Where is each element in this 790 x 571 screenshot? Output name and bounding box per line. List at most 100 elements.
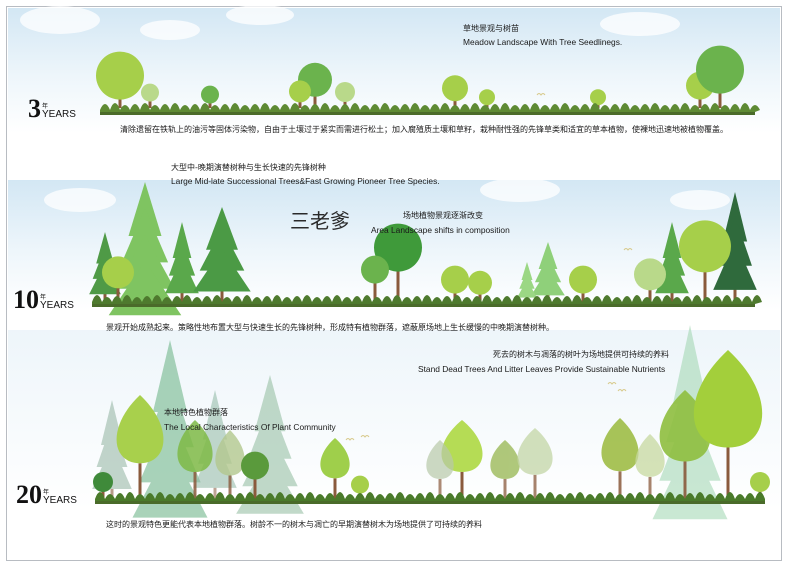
round-tree (102, 256, 134, 302)
cloud (600, 12, 680, 36)
tree-trunk (101, 488, 105, 500)
bird-icon (623, 248, 633, 251)
tree-trunk (648, 284, 652, 302)
leaf-tree (215, 430, 245, 500)
round-tree (96, 51, 144, 108)
stage-3-title-en: Meadow Landscape With Tree Seedlinegs. (463, 37, 623, 47)
tree-trunk (698, 94, 702, 108)
tree-crown (442, 75, 468, 102)
round-tree (93, 472, 113, 500)
tree-crown (479, 89, 495, 106)
tree-crown (468, 270, 492, 295)
tree-trunk (313, 90, 317, 108)
bird-icon (607, 382, 617, 385)
ground-strip (92, 304, 755, 307)
leaf-tree (177, 420, 213, 500)
stage-20-title-en: The Local Characteristics Of Plant Commu… (164, 422, 336, 432)
tree-crown (215, 430, 245, 476)
tree-crown (635, 434, 665, 477)
round-tree (442, 75, 468, 108)
round-tree (479, 89, 495, 108)
cloud (20, 6, 100, 34)
round-tree (289, 80, 311, 108)
stage-20-subtitle-cn: 死去的树木与凋落的树叶为场地提供可持续的养料 (493, 350, 669, 359)
pine-tier (517, 279, 537, 298)
tree-crown (141, 83, 159, 102)
bird-icon (617, 389, 627, 392)
tree-trunk (533, 474, 537, 500)
pine-tier (531, 268, 565, 296)
year-char: 年 (40, 294, 47, 301)
leaf-tree (635, 434, 665, 500)
tree-trunk (503, 479, 507, 500)
leaf-tree (693, 350, 763, 500)
tree-crown (320, 438, 350, 479)
shrub-row (95, 492, 765, 501)
leaf-tree (116, 395, 164, 500)
tree-crown (93, 472, 113, 492)
tree-crown (241, 451, 269, 480)
round-tree (634, 258, 666, 302)
leaf-tree (601, 418, 639, 500)
tree-crown (569, 265, 597, 294)
tree-crown (351, 475, 369, 494)
ground-strip (95, 501, 765, 504)
round-tree (361, 255, 389, 302)
years-word: YEARS (42, 109, 76, 120)
stage-20-years-label: 20 年 YEARS (16, 482, 77, 508)
round-tree (679, 220, 731, 302)
stage-10-title-cn: 大型中-晚期演替树种与生长快速的先锋树种 (171, 163, 326, 172)
leaf-tree (320, 438, 350, 500)
round-tree (441, 265, 469, 302)
tree-crown (517, 428, 553, 475)
tree-trunk (208, 100, 212, 108)
tree-crown (361, 255, 389, 284)
tree-trunk (396, 262, 400, 302)
tree-crown (750, 472, 770, 492)
stage-20-title-cn: 本地特色植物群落 (164, 408, 228, 417)
tree-trunk (138, 463, 142, 500)
year-number: 20 (16, 480, 42, 509)
years-word: YEARS (43, 495, 77, 506)
ground-strip (100, 112, 755, 115)
cloud (226, 5, 294, 25)
year-number: 10 (13, 285, 39, 314)
tree-trunk (438, 479, 442, 500)
tree-crown (696, 45, 744, 94)
tree-trunk (726, 447, 730, 500)
tree-trunk (333, 478, 337, 500)
stage-10-title-en: Large Mid-late Successional Trees&Fast G… (171, 176, 440, 186)
pine-tier (713, 240, 757, 290)
tree-crown (634, 258, 666, 291)
tree-trunk (618, 471, 622, 500)
cloud (140, 20, 200, 40)
tree-crown (693, 350, 763, 448)
watermark: 三老爹 (290, 209, 350, 233)
stage-10-description: 景观开始成熟起来。策略性地布置大型与快速生长的先锋树种，形成特有植物群落，遮蔽原… (106, 323, 554, 332)
tree-trunk (581, 288, 585, 302)
tree-trunk (343, 98, 347, 108)
tree-crown (441, 265, 469, 294)
year-char: 年 (43, 489, 50, 496)
pine-tree (193, 207, 251, 302)
stage-10-subtitle-cn: 场地植物景观逐渐改变 (403, 211, 483, 220)
tree-crown (374, 223, 422, 272)
round-tree (141, 83, 159, 108)
bird-icon (345, 438, 355, 441)
year-char: 年 (42, 103, 49, 110)
cloud (480, 178, 560, 202)
round-tree (201, 85, 219, 108)
round-tree (696, 45, 744, 108)
cloud (44, 188, 116, 212)
tree-trunk (228, 475, 232, 500)
stage-3-title-cn: 草地景观与树苗 (463, 24, 519, 33)
leaf-tree (517, 428, 553, 500)
tree-trunk (683, 461, 687, 500)
year-number: 3 (28, 94, 41, 123)
tree-crown (426, 440, 454, 479)
tree-crown (679, 220, 731, 273)
tree-crown (335, 82, 355, 102)
pine-tree (655, 222, 689, 302)
